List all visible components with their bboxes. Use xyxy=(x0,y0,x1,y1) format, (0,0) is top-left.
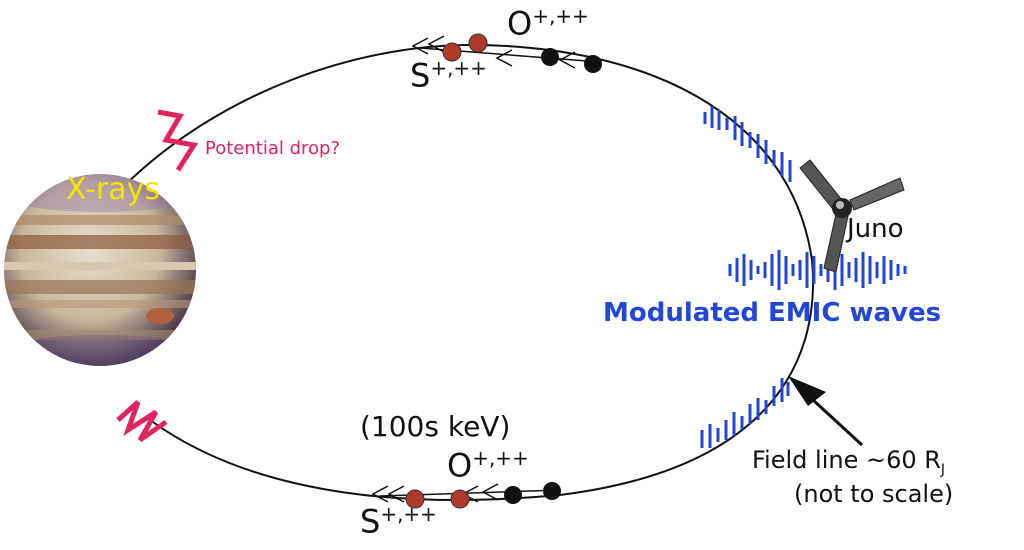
field-line-pointer-arrow xyxy=(788,376,864,447)
xrays-label: X-rays xyxy=(66,172,160,207)
bottom-sulfur-label: S+,++ xyxy=(360,502,437,541)
emic-wave-packet-lower xyxy=(700,378,790,448)
oxygen-symbol: O xyxy=(447,446,473,485)
oxygen-charge: +,++ xyxy=(532,4,589,28)
oxygen-ion xyxy=(584,55,602,73)
oxygen-ion xyxy=(504,486,522,504)
bottom-oxygen-label: O+,++ xyxy=(447,446,529,485)
top-oxygen-label: O+,++ xyxy=(507,4,589,43)
potential-drop-label: Potential drop? xyxy=(205,138,340,159)
emic-waves-label: Modulated EMIC waves xyxy=(603,298,942,328)
sulfur-ion xyxy=(450,489,470,509)
oxygen-ion xyxy=(541,48,559,66)
juno-label: Juno xyxy=(847,214,904,244)
sulfur-ion xyxy=(468,33,488,53)
sulfur-charge: +,++ xyxy=(430,56,487,80)
juno-spacecraft-icon xyxy=(799,159,905,273)
sulfur-symbol: S xyxy=(410,56,431,95)
emic-wave-signal xyxy=(728,250,907,290)
potential-drop-zigzag-top xyxy=(157,109,199,172)
oxygen-ion xyxy=(543,482,561,500)
field-line xyxy=(119,43,814,502)
energy-label: (100s keV) xyxy=(360,410,511,443)
sulfur-ion xyxy=(442,42,462,62)
potential-drop-zigzag-bottom xyxy=(116,400,168,443)
field-line-text: Field line ~60 R xyxy=(752,446,941,474)
sulfur-ion xyxy=(405,489,425,509)
top-sulfur-label: S+,++ xyxy=(410,56,487,95)
jupiter-radius-subscript: J xyxy=(940,461,946,478)
sulfur-charge: +,++ xyxy=(380,502,437,526)
oxygen-charge: +,++ xyxy=(472,446,529,470)
oxygen-symbol: O xyxy=(507,4,533,43)
emic-wave-packet-upper xyxy=(703,106,792,182)
field-line-label: Field line ~60 RJ xyxy=(752,446,945,478)
not-to-scale-label: (not to scale) xyxy=(794,480,954,508)
sulfur-symbol: S xyxy=(360,502,381,541)
